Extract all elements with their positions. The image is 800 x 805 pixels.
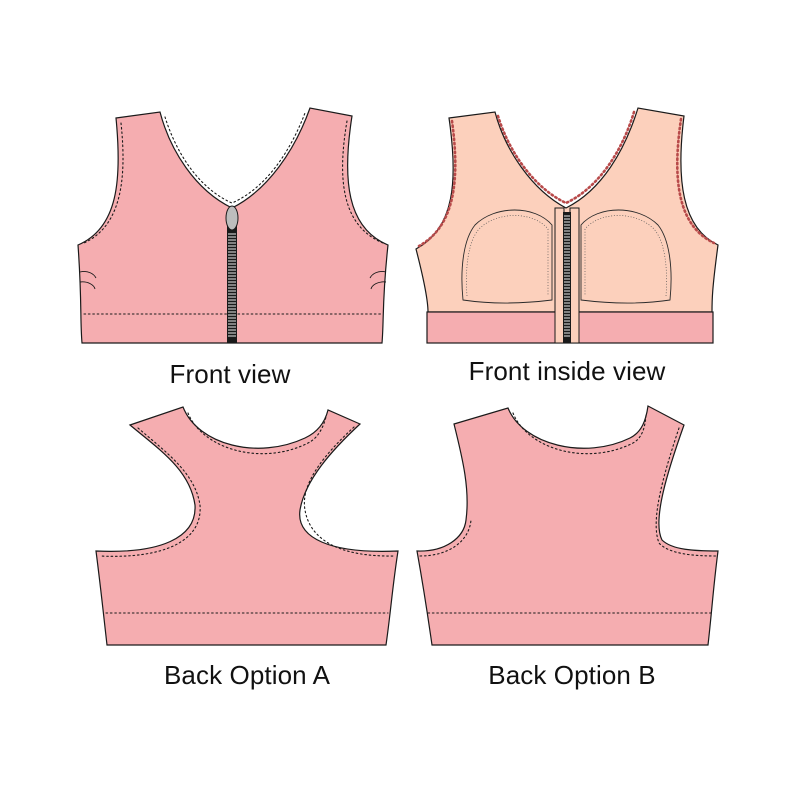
front-gather-right (369, 271, 387, 290)
inside-cup-left (461, 209, 553, 304)
back-b-body (416, 405, 719, 646)
caption-back-option-a: Back Option A (163, 660, 331, 690)
front-inside-illustration (415, 107, 719, 344)
back-a-stitch-right (303, 426, 395, 557)
back-b-stitch-left (419, 519, 472, 557)
back-b-stitch-right (655, 427, 717, 557)
inside-cup-right (580, 209, 672, 304)
front-stitch-neckline (164, 112, 306, 204)
back-option-a-illustration (95, 406, 399, 646)
caption-back-option-b: Back Option B (488, 660, 656, 690)
inside-zipper-teeth (564, 215, 570, 337)
caption-front-inside-view: Front inside view (468, 356, 666, 386)
caption-front-view: Front view (169, 359, 291, 389)
inside-zipper-tape (563, 212, 571, 343)
inside-facing-left (554, 207, 565, 344)
inside-facing-right (569, 207, 580, 344)
back-a-stitch-neck (187, 412, 327, 455)
front-stitch-left-armhole (83, 122, 124, 244)
front-stitch-right-armhole (342, 120, 384, 244)
back-b-stitch-neck (512, 412, 647, 455)
front-view-illustration (77, 107, 389, 344)
inside-picot-neck (496, 110, 636, 205)
back-a-stitch-left (99, 427, 201, 557)
back-a-body (95, 406, 399, 646)
zipper-pull-icon (225, 205, 239, 231)
back-option-b-illustration (416, 405, 719, 646)
front-zipper-teeth (228, 233, 236, 337)
front-gather-left (79, 271, 97, 290)
inside-picot-right (676, 117, 716, 245)
inside-picot-left (417, 119, 457, 248)
